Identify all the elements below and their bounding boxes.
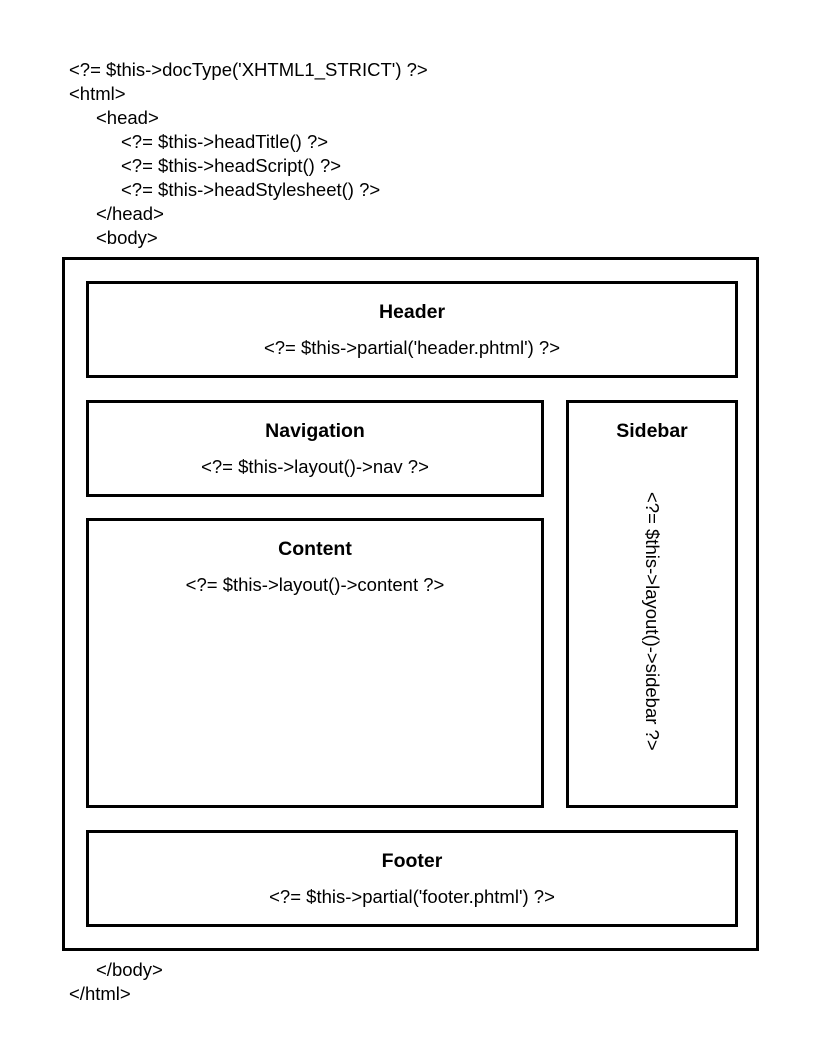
region-footer-code: <?= $this->partial('footer.phtml') ?> — [269, 886, 555, 907]
region-sidebar: Sidebar <?= $this->layout()->sidebar ?> — [566, 400, 738, 808]
code-top-line: <?= $this->headTitle() ?> — [121, 131, 329, 152]
region-footer-title: Footer — [381, 850, 443, 872]
region-footer: Footer <?= $this->partial('footer.phtml'… — [86, 830, 738, 927]
code-top-line: <html> — [69, 83, 126, 104]
code-bottom-line: </body> — [96, 959, 163, 980]
code-block-bottom: </body> </html> — [0, 958, 816, 1006]
code-top-line: <body> — [96, 227, 158, 248]
code-top-line: <?= $this->docType('XHTML1_STRICT') ?> — [69, 59, 428, 80]
code-top-line: </head> — [96, 203, 164, 224]
layout-container: Header <?= $this->partial('header.phtml'… — [62, 257, 759, 951]
code-bottom-line: </html> — [69, 983, 131, 1004]
code-block-top: <?= $this->docType('XHTML1_STRICT') ?> <h… — [0, 58, 816, 250]
region-content-code: <?= $this->layout()->content ?> — [185, 574, 445, 595]
region-content-title: Content — [278, 538, 352, 560]
region-header-code: <?= $this->partial('header.phtml') ?> — [263, 337, 561, 358]
region-sidebar-code: <?= $this->layout()->sidebar ?> — [642, 491, 663, 751]
region-navigation-title: Navigation — [265, 420, 365, 442]
code-top-line: <head> — [96, 107, 159, 128]
region-navigation-code: <?= $this->layout()->nav ?> — [201, 456, 429, 477]
region-sidebar-title: Sidebar — [616, 420, 688, 442]
region-header-title: Header — [378, 301, 446, 323]
code-top-line: <?= $this->headStylesheet() ?> — [121, 179, 381, 200]
region-navigation: Navigation <?= $this->layout()->nav ?> — [86, 400, 544, 497]
region-header: Header <?= $this->partial('header.phtml'… — [86, 281, 738, 378]
region-content: Content <?= $this->layout()->content ?> — [86, 518, 544, 808]
code-top-line: <?= $this->headScript() ?> — [121, 155, 342, 176]
